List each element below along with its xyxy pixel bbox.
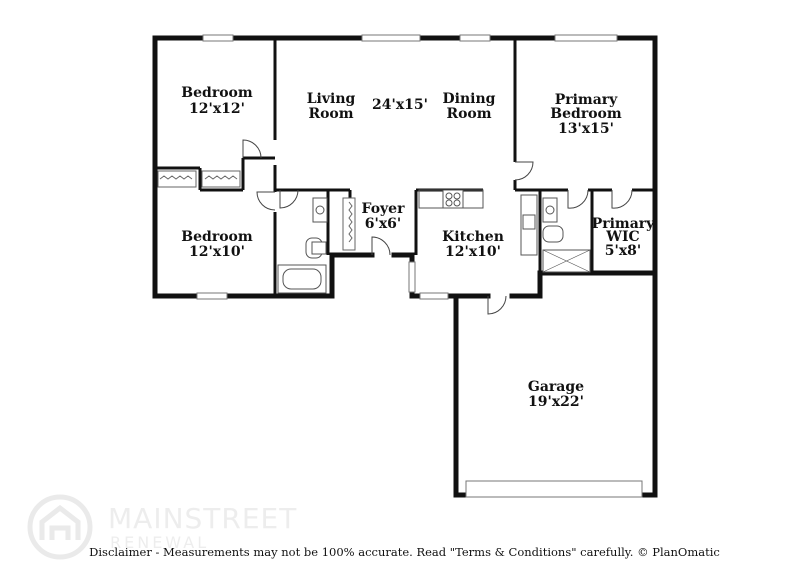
fixtures (277, 189, 591, 294)
watermark: MAINSTREET RENEWAL (27, 494, 297, 560)
disclaimer-text: Disclaimer - Measurements may not be 100… (89, 545, 720, 559)
door-swing (487, 295, 507, 315)
primary-bedroom-size: 13'x15' (558, 121, 614, 137)
living-dining-size: 24'x15' (372, 97, 428, 113)
room-labels: Bedroom 12'x12' Bedroom 12'x10' Living R… (181, 85, 655, 410)
kitchen-name: Kitchen (442, 229, 504, 245)
living-room-line2: Room (308, 106, 353, 122)
toilet (542, 225, 564, 243)
foyer-size: 6'x6' (365, 216, 401, 232)
dining-room-line1: Dining (443, 91, 496, 107)
living-room-line1: Living (307, 91, 356, 107)
door-swing (371, 236, 391, 256)
garage-size: 19'x22' (528, 394, 584, 410)
door-swing (567, 189, 589, 209)
doors (242, 139, 633, 315)
windows (196, 34, 643, 498)
bedroom2-name: Bedroom (181, 229, 253, 245)
primary-bedroom-line2: Bedroom (550, 106, 622, 122)
house-logo-icon (27, 494, 93, 560)
bedroom1-size: 12'x12' (189, 101, 245, 117)
counter (418, 189, 484, 209)
foyer-name: Foyer (362, 201, 406, 217)
bedroom2-size: 12'x10' (189, 244, 245, 260)
primary-wic-line2: WIC (605, 229, 639, 245)
bedroom1-name: Bedroom (181, 85, 253, 101)
watermark-brand: MAINSTREET (108, 502, 297, 535)
door-swing (242, 139, 262, 159)
door-swing (514, 161, 534, 181)
closets (157, 170, 356, 251)
dining-room-line2: Room (446, 106, 491, 122)
door-swing (256, 191, 276, 211)
door-swing (611, 189, 633, 209)
primary-wic-size: 5'x8' (605, 243, 641, 259)
primary-bedroom-line1: Primary (555, 92, 618, 108)
primary-wic-line1: Primary (592, 216, 655, 232)
stove (442, 189, 464, 209)
door-swing (279, 189, 299, 209)
kitchen-size: 12'x10' (445, 244, 501, 260)
watermark-sub: RENEWAL (110, 533, 209, 552)
garage-name: Garage (528, 379, 584, 395)
